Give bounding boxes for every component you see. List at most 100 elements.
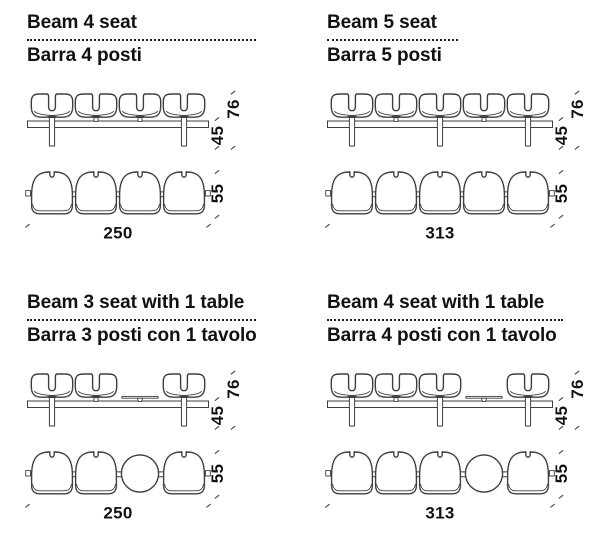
- beam-end-cap: [325, 190, 331, 197]
- leg-front: [48, 394, 56, 427]
- seat-front: [330, 373, 374, 399]
- dimension-label: 250: [103, 503, 132, 520]
- leg-front: [348, 114, 356, 147]
- dimension-tick: [574, 370, 580, 375]
- seat-top: [330, 451, 374, 495]
- beam-end-cap: [25, 190, 31, 197]
- panel-title-en: Beam 3 seat with 1 table: [27, 292, 245, 313]
- dimension-tick: [214, 169, 220, 175]
- dimension-tick: [214, 145, 220, 150]
- seat-top: [506, 171, 550, 215]
- dimension-label: 250: [103, 223, 132, 240]
- dimension-tick: [214, 116, 220, 122]
- table-top: [464, 454, 504, 493]
- seat-top: [374, 451, 418, 495]
- table-top: [120, 454, 160, 493]
- seat-front: [374, 373, 418, 402]
- dimension-tick: [206, 503, 211, 508]
- seat-top: [330, 171, 374, 215]
- panel-title-it: Barra 4 posti: [27, 45, 142, 66]
- dimension-label: 313: [425, 503, 454, 520]
- dimension-tick: [325, 503, 330, 508]
- dimension-tick: [574, 90, 580, 95]
- top-view: 55 250: [25, 169, 227, 240]
- dimension-tick: [550, 223, 555, 228]
- seat-front: [418, 93, 462, 119]
- leg-front: [348, 394, 356, 427]
- dotted-divider: [27, 39, 256, 41]
- dimension-tick: [206, 223, 211, 228]
- beam-front: [27, 120, 209, 128]
- dimension-tick: [574, 145, 580, 150]
- dimension-label: 55: [208, 184, 227, 204]
- panel-title-en: Beam 5 seat: [327, 12, 437, 33]
- seat-front: [374, 93, 418, 122]
- dimension-label: 76: [568, 379, 587, 399]
- beam-end-cap: [325, 470, 331, 477]
- seat-front: [118, 93, 162, 122]
- seat-top: [162, 171, 206, 215]
- dimension-tick: [230, 370, 236, 375]
- dimension-tick: [25, 223, 30, 228]
- panel-title-en: Beam 4 seat with 1 table: [327, 292, 545, 313]
- leg-front: [524, 394, 532, 427]
- beam-end-cap: [205, 470, 211, 477]
- leg-front: [48, 114, 56, 147]
- seat-top: [162, 451, 206, 495]
- dimension-tick: [214, 494, 220, 499]
- leg-front: [180, 114, 188, 147]
- dimension-label: 45: [208, 126, 227, 146]
- leg-front: [436, 114, 444, 147]
- dotted-divider: [327, 319, 563, 321]
- beam-end-cap: [549, 190, 555, 197]
- dimension-tick: [558, 425, 564, 430]
- panel-beam-3-seat-1-table: Beam 3 seat with 1 table Barra 3 posti c…: [0, 271, 300, 542]
- beam-end-cap: [549, 470, 555, 477]
- seat-front: [506, 93, 550, 119]
- seat-front: [162, 93, 206, 119]
- table-stem-front: [480, 397, 488, 403]
- seat-top: [30, 451, 74, 495]
- dimension-tick: [214, 214, 220, 219]
- seat-front: [506, 373, 550, 399]
- seat-front: [330, 93, 374, 119]
- seat-front: [30, 373, 74, 399]
- seat-front: [462, 93, 506, 122]
- beam-end-cap: [205, 190, 211, 197]
- dimension-label: 313: [425, 223, 454, 240]
- dimension-tick: [230, 90, 236, 95]
- seat-top: [30, 171, 74, 215]
- panel-title-en: Beam 4 seat: [27, 12, 137, 33]
- dimension-label: 45: [552, 406, 571, 426]
- seat-top: [74, 451, 118, 495]
- dimension-label: 45: [208, 406, 227, 426]
- seat-top: [374, 171, 418, 215]
- seat-top: [418, 171, 462, 215]
- leg-front: [524, 114, 532, 147]
- seat-front: [162, 373, 206, 399]
- leg-front: [180, 394, 188, 427]
- seat-front: [74, 93, 118, 122]
- panel-title-it: Barra 3 posti con 1 tavolo: [27, 325, 257, 346]
- beam-end-cap: [25, 470, 31, 477]
- dimension-tick: [558, 449, 564, 455]
- dimension-tick: [214, 449, 220, 455]
- dimension-tick: [230, 145, 236, 150]
- dimension-label: 76: [224, 99, 243, 119]
- dimension-tick: [558, 145, 564, 150]
- dimension-label: 76: [568, 99, 587, 119]
- panel-title-it: Barra 4 posti con 1 tavolo: [327, 325, 557, 346]
- seat-top: [74, 171, 118, 215]
- seat-front: [30, 93, 74, 119]
- dimension-tick: [558, 396, 564, 402]
